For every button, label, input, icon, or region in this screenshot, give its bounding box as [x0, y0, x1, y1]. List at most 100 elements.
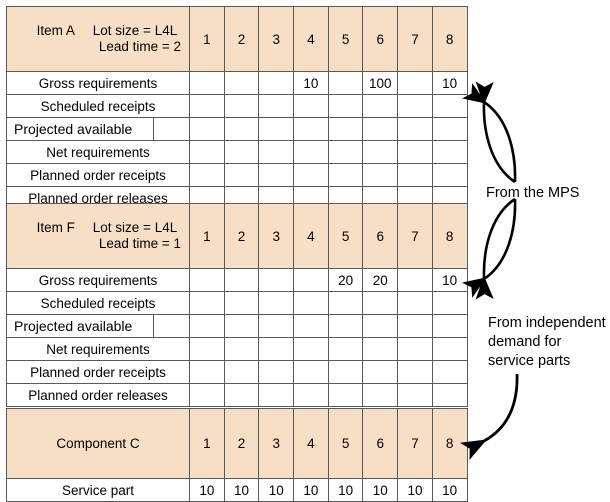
cell[interactable]: 10	[293, 71, 329, 95]
cell[interactable]	[223, 117, 260, 141]
cell[interactable]	[223, 71, 260, 95]
cell[interactable]	[397, 163, 433, 187]
cell[interactable]	[431, 94, 468, 118]
cell[interactable]	[293, 94, 329, 118]
cell[interactable]	[397, 94, 433, 118]
cell[interactable]	[293, 140, 329, 164]
cell[interactable]	[327, 314, 364, 338]
cell[interactable]	[258, 268, 295, 292]
cell[interactable]	[431, 117, 468, 141]
cell[interactable]	[327, 140, 364, 164]
cell[interactable]	[258, 163, 295, 187]
cell[interactable]: 10	[431, 71, 468, 95]
cell[interactable]	[397, 383, 433, 407]
cell[interactable]	[189, 140, 225, 164]
cell[interactable]: 100	[362, 71, 399, 95]
cell[interactable]: 10	[431, 268, 468, 292]
cell[interactable]	[362, 140, 399, 164]
cell[interactable]	[293, 291, 329, 315]
cell[interactable]	[223, 140, 260, 164]
cell[interactable]	[223, 291, 260, 315]
cell[interactable]	[293, 314, 329, 338]
table-row: Net requirements	[6, 337, 468, 361]
cell[interactable]	[223, 94, 260, 118]
mrp-table-component-c: Component C 1 2 3 4 5 6 7 8 Service part…	[6, 408, 468, 502]
cell[interactable]	[293, 360, 329, 384]
cell[interactable]	[327, 94, 364, 118]
cell[interactable]	[189, 163, 225, 187]
cell[interactable]	[397, 360, 433, 384]
cell[interactable]	[431, 140, 468, 164]
cell[interactable]: 10	[189, 478, 225, 502]
cell[interactable]	[189, 337, 225, 361]
cell[interactable]	[223, 268, 260, 292]
component-name: Component C	[56, 436, 140, 451]
cell[interactable]	[189, 117, 225, 141]
cell[interactable]: 10	[258, 478, 295, 502]
cell[interactable]: 10	[431, 478, 468, 502]
cell[interactable]: 10	[327, 478, 364, 502]
cell[interactable]	[327, 163, 364, 187]
cell[interactable]	[362, 94, 399, 118]
cell[interactable]	[293, 383, 329, 407]
cell[interactable]	[258, 117, 295, 141]
cell[interactable]	[397, 314, 433, 338]
cell[interactable]	[362, 163, 399, 187]
cell[interactable]	[327, 360, 364, 384]
cell[interactable]	[327, 71, 364, 95]
cell[interactable]	[293, 117, 329, 141]
cell[interactable]	[431, 163, 468, 187]
cell[interactable]	[362, 383, 399, 407]
cell[interactable]	[327, 383, 364, 407]
cell[interactable]	[397, 71, 433, 95]
cell[interactable]: 10	[397, 478, 433, 502]
cell[interactable]: 10	[362, 478, 399, 502]
cell[interactable]	[431, 337, 468, 361]
cell[interactable]	[189, 268, 225, 292]
cell[interactable]	[431, 360, 468, 384]
cell[interactable]	[189, 314, 225, 338]
cell[interactable]	[258, 94, 295, 118]
cell[interactable]	[327, 117, 364, 141]
cell[interactable]	[189, 71, 225, 95]
cell[interactable]	[362, 291, 399, 315]
cell[interactable]	[293, 163, 329, 187]
cell[interactable]	[397, 337, 433, 361]
cell[interactable]	[362, 117, 399, 141]
cell[interactable]	[258, 71, 295, 95]
cell[interactable]: 10	[293, 478, 329, 502]
cell[interactable]	[327, 337, 364, 361]
cell[interactable]	[223, 383, 260, 407]
cell[interactable]	[258, 360, 295, 384]
period-header-1: 1	[189, 408, 225, 479]
cell[interactable]	[189, 383, 225, 407]
cell[interactable]	[223, 314, 260, 338]
cell[interactable]	[189, 94, 225, 118]
cell[interactable]	[431, 314, 468, 338]
cell[interactable]	[223, 163, 260, 187]
cell[interactable]	[258, 291, 295, 315]
cell[interactable]	[362, 314, 399, 338]
cell[interactable]: 20	[362, 268, 399, 292]
cell[interactable]	[362, 337, 399, 361]
cell[interactable]	[293, 268, 329, 292]
cell[interactable]	[258, 140, 295, 164]
cell[interactable]	[189, 360, 225, 384]
cell[interactable]	[397, 140, 433, 164]
cell[interactable]	[397, 117, 433, 141]
cell[interactable]	[189, 291, 225, 315]
cell[interactable]	[258, 314, 295, 338]
cell[interactable]	[258, 337, 295, 361]
cell[interactable]	[431, 383, 468, 407]
cell[interactable]	[397, 268, 433, 292]
cell[interactable]	[362, 360, 399, 384]
cell[interactable]	[223, 360, 260, 384]
cell[interactable]	[397, 291, 433, 315]
cell[interactable]	[223, 337, 260, 361]
cell[interactable]: 10	[223, 478, 260, 502]
cell[interactable]: 20	[327, 268, 364, 292]
cell[interactable]	[327, 291, 364, 315]
cell[interactable]	[431, 291, 468, 315]
cell[interactable]	[258, 383, 295, 407]
cell[interactable]	[293, 337, 329, 361]
